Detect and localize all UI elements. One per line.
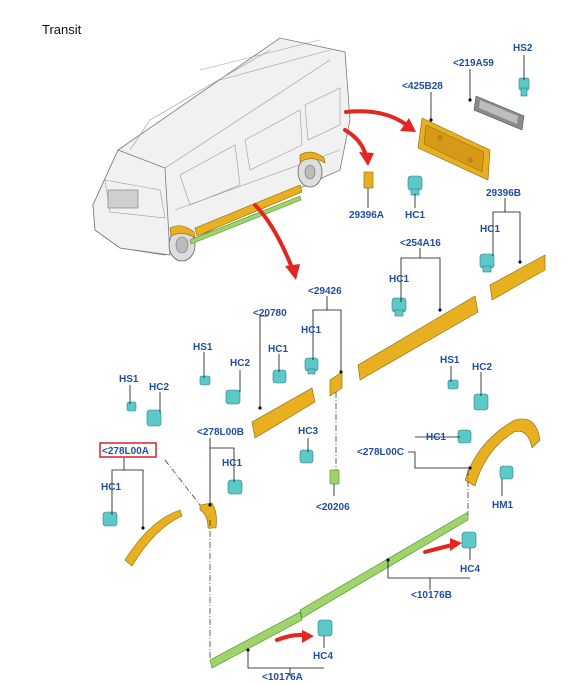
clip-HC3 bbox=[299, 449, 314, 464]
van-illustration bbox=[92, 37, 351, 262]
label-HC1-mid: HC1 bbox=[389, 274, 409, 285]
label-HS1-left: HS1 bbox=[119, 374, 139, 385]
label-HC1-a: HC1 bbox=[268, 344, 288, 355]
clip-HC1-mid bbox=[391, 297, 407, 317]
label-HC2-left: HC2 bbox=[149, 382, 169, 393]
part-29426 bbox=[329, 371, 343, 397]
label-HM1: HM1 bbox=[492, 500, 514, 511]
diagram-title: Transit bbox=[42, 22, 82, 37]
label-HC1-b: HC1 bbox=[222, 458, 242, 469]
part-labels: <219A59 HS2 <425B28 29396A HC1 29396B HC… bbox=[101, 43, 533, 683]
callout-arrows bbox=[253, 109, 462, 643]
label-HC1-c: HC1 bbox=[426, 432, 446, 443]
label-278L00B: <278L00B bbox=[197, 427, 244, 438]
label-20780: <20780 bbox=[253, 308, 287, 319]
label-HC2-a: HC2 bbox=[230, 358, 250, 369]
clips-20780 bbox=[199, 369, 287, 405]
label-10176B: <10176B bbox=[411, 590, 452, 601]
label-29396B: 29396B bbox=[486, 188, 521, 199]
highlight-box-278L00A bbox=[99, 442, 157, 458]
clip-HC1-29426 bbox=[304, 357, 319, 375]
part-278L00C bbox=[464, 418, 541, 487]
label-HS1-a: HS1 bbox=[193, 342, 213, 353]
part-20206 bbox=[329, 469, 340, 485]
part-278L00B bbox=[199, 502, 217, 529]
label-10176A: <10176A bbox=[262, 672, 303, 683]
label-254A16: <254A16 bbox=[400, 238, 441, 249]
label-29426: <29426 bbox=[308, 286, 342, 297]
clips-right bbox=[447, 379, 514, 480]
label-HC1-right: HC1 bbox=[480, 224, 500, 235]
label-29396A: 29396A bbox=[349, 210, 384, 221]
part-29396B bbox=[489, 254, 546, 301]
label-HC1-left: HC1 bbox=[101, 482, 121, 493]
part-10176B bbox=[299, 511, 469, 619]
clip-HS2 bbox=[518, 77, 530, 97]
label-278L00C: <278L00C bbox=[357, 447, 404, 458]
label-HC1-top: HC1 bbox=[405, 210, 425, 221]
label-HC2-right: HC2 bbox=[472, 362, 492, 373]
clip-HC1-top bbox=[407, 175, 423, 196]
label-425B28: <425B28 bbox=[402, 81, 443, 92]
label-20206: <20206 bbox=[316, 502, 350, 513]
label-HS1-right: HS1 bbox=[440, 355, 460, 366]
label-HC4-bottom: HC4 bbox=[313, 651, 333, 662]
label-HC3: HC3 bbox=[298, 426, 318, 437]
label-HS2: HS2 bbox=[513, 43, 533, 54]
clip-HC1-b bbox=[227, 479, 243, 495]
part-20780 bbox=[251, 387, 316, 439]
part-219A59 bbox=[473, 95, 525, 131]
label-278L00A: <278L00A bbox=[102, 446, 149, 457]
part-425B28 bbox=[417, 117, 491, 181]
label-219A59: <219A59 bbox=[453, 58, 494, 69]
part-10176A bbox=[209, 611, 303, 669]
label-HC4-right: HC4 bbox=[460, 564, 480, 575]
alignment-lines bbox=[164, 392, 469, 660]
part-254A16 bbox=[357, 295, 479, 381]
leader-lines bbox=[111, 55, 525, 676]
clip-HC1-right bbox=[479, 253, 495, 273]
clips-left bbox=[102, 401, 162, 527]
part-29396A bbox=[363, 171, 374, 189]
label-HC1-29426: HC1 bbox=[301, 325, 321, 336]
clips-HC4 bbox=[317, 531, 477, 637]
part-278L00A bbox=[124, 509, 183, 567]
